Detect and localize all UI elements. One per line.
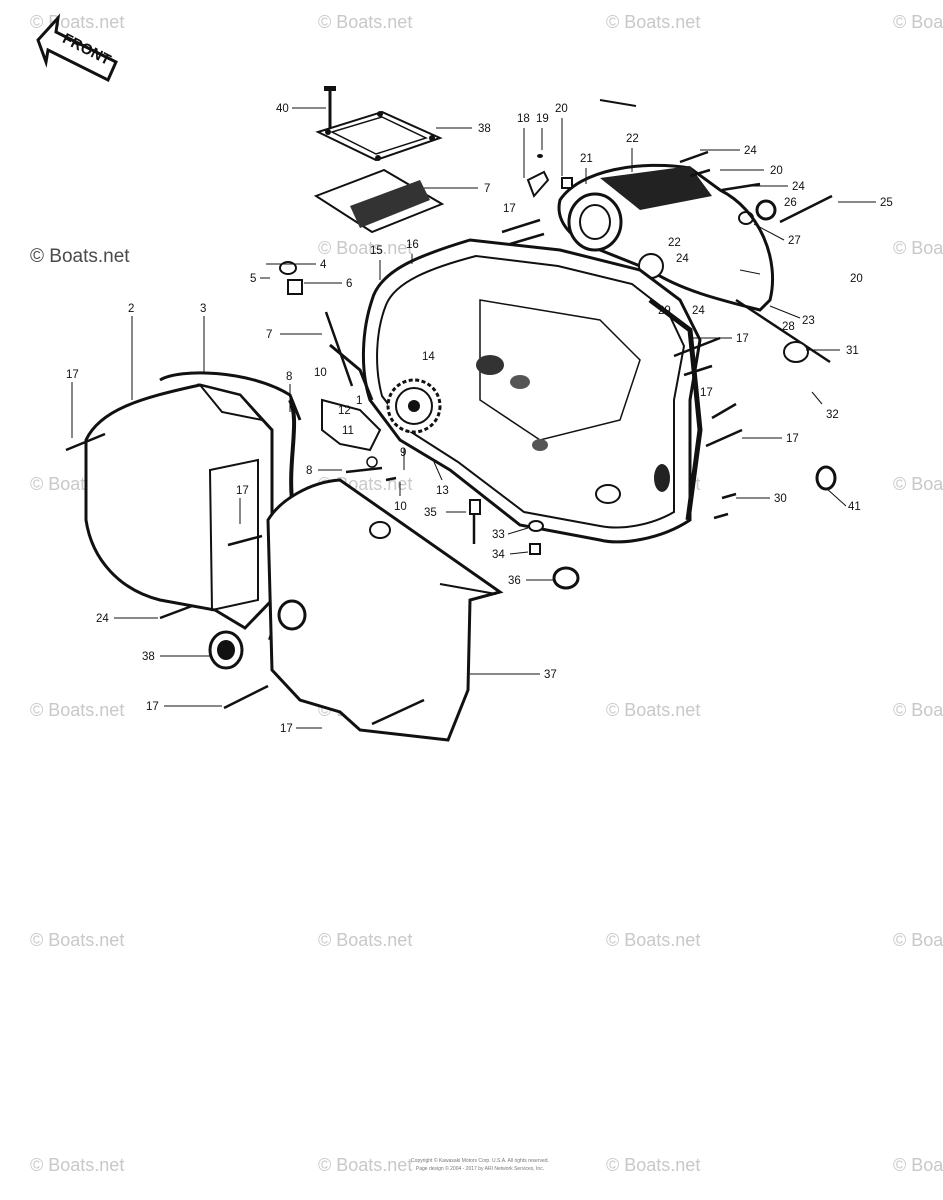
callout-17: 17 (503, 203, 516, 215)
callout-5: 5 (250, 273, 256, 285)
callout-27: 27 (788, 235, 801, 247)
watermark: © Boats.net (318, 930, 413, 950)
callout-28: 28 (782, 321, 795, 333)
callout-17: 17 (66, 369, 79, 381)
small-parts (279, 99, 837, 590)
watermark: © Boats.net (30, 1155, 125, 1175)
watermark: © Boats.net (318, 12, 413, 32)
leader-lines (71, 107, 876, 729)
callout-16: 16 (406, 239, 419, 251)
callout-38: 38 (478, 123, 491, 135)
callout-29: 29 (658, 305, 671, 317)
watermark: © Boats.net (893, 1155, 943, 1175)
callout-31: 31 (846, 345, 859, 357)
callout-14: 14 (422, 351, 435, 363)
sprocket (386, 378, 442, 434)
callout-21: 21 (580, 153, 593, 165)
watermark: © Boats.net (606, 12, 701, 32)
callout-17: 17 (736, 333, 749, 345)
callout-38: 38 (142, 651, 155, 663)
callout-2: 2 (128, 303, 134, 315)
callout-37: 37 (544, 669, 557, 681)
callout-7: 7 (484, 183, 490, 195)
watermark: © Boats.net (606, 930, 701, 950)
copyright-line: Copyright © Kawasaki Motors Corp. U.S.A.… (411, 1158, 549, 1164)
sprocket-cover (266, 478, 504, 742)
crankcase-with-gasket (361, 238, 703, 544)
callout-17: 17 (700, 387, 713, 399)
breather-plate (313, 168, 445, 234)
watermark: © Boats.net (30, 700, 125, 720)
watermark: © Boats.net (318, 1155, 413, 1175)
callout-17: 17 (146, 701, 159, 713)
callout-8: 8 (306, 465, 312, 477)
left-engine-cover (84, 371, 302, 630)
watermark: © Boats.net (893, 930, 943, 950)
callout-24: 24 (792, 181, 805, 193)
callout-30: 30 (774, 493, 787, 505)
callout-1: 1 (356, 395, 362, 407)
watermark: © Boats.net (30, 930, 125, 950)
callout-17: 17 (236, 485, 249, 497)
callout-10: 10 (314, 367, 327, 379)
oil-seal (208, 630, 244, 670)
callout-13: 13 (436, 485, 449, 497)
callout-20: 20 (770, 165, 783, 177)
callout-labels: 40 38 7 18 19 20 21 22 24 20 24 25 26 27… (66, 103, 893, 735)
callout-12: 12 (338, 405, 351, 417)
copyright-line: Page design © 2004 - 2017 by ARI Network… (415, 1166, 545, 1172)
callout-40: 40 (276, 103, 289, 115)
callout-17: 17 (280, 723, 293, 735)
callout-26: 26 (784, 197, 797, 209)
callout-6: 6 (346, 278, 352, 290)
callout-4: 4 (320, 259, 327, 271)
fasteners (65, 150, 833, 726)
callout-3: 3 (200, 303, 206, 315)
callout-10: 10 (394, 501, 407, 513)
callout-36: 36 (508, 575, 521, 587)
watermark: © Boats.net (893, 238, 943, 258)
watermark: © Boats.net (606, 1155, 701, 1175)
callout-24: 24 (692, 305, 705, 317)
clutch-cover-upper (557, 163, 775, 312)
callout-19: 19 (536, 113, 549, 125)
callout-22: 22 (668, 237, 681, 249)
callout-20: 20 (850, 273, 863, 285)
callout-7: 7 (266, 329, 272, 341)
callout-24: 24 (676, 253, 689, 265)
watermark: © Boats.net (606, 700, 701, 720)
callout-41: 41 (848, 501, 861, 513)
front-arrow-icon: FRONT (36, 13, 118, 83)
callout-9: 9 (400, 447, 406, 459)
callout-24: 24 (744, 145, 757, 157)
callout-34: 34 (492, 549, 505, 561)
watermark: © Boats.net (893, 12, 943, 32)
callout-23: 23 (802, 315, 815, 327)
callout-32: 32 (826, 409, 839, 421)
callout-33: 33 (492, 529, 505, 541)
watermark-prominent: © Boats.net (30, 246, 130, 267)
watermark: © Boats.net (893, 474, 943, 494)
callout-35: 35 (424, 507, 437, 519)
callout-17: 17 (786, 433, 799, 445)
callout-8: 8 (286, 371, 292, 383)
callout-22: 22 (626, 133, 639, 145)
callout-20: 20 (555, 103, 568, 115)
watermark: © Boats.net (893, 700, 943, 720)
callout-18: 18 (517, 113, 530, 125)
callout-15: 15 (370, 245, 383, 257)
callout-25: 25 (880, 197, 893, 209)
callout-11: 11 (342, 425, 354, 437)
breather-cover-plate (315, 86, 443, 162)
callout-24: 24 (96, 613, 109, 625)
watermark: © Boats.net (318, 238, 413, 258)
